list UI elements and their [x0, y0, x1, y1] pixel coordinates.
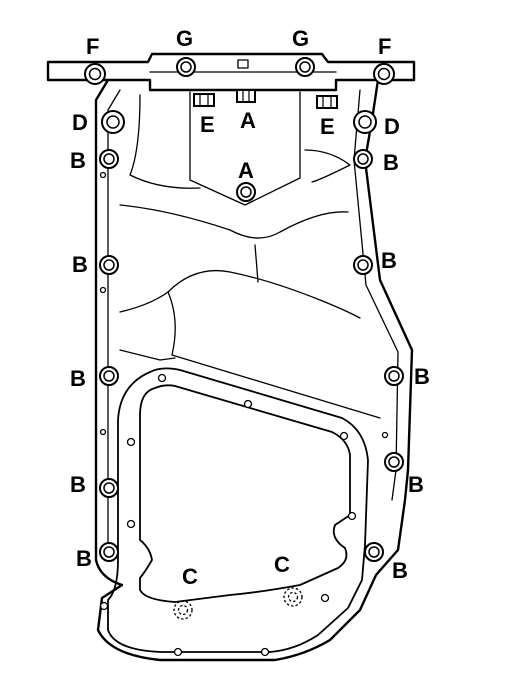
drain-plug-icon: [283, 587, 303, 607]
label-e-right: E: [320, 114, 335, 139]
hex-flange-bolt-icon: [84, 63, 106, 85]
label-e-left: E: [200, 112, 215, 137]
label-b-right-5: B: [392, 558, 408, 583]
sump-baffle-right: [304, 149, 351, 183]
label-b-right-2: B: [381, 248, 397, 273]
label-b-left-1: B: [70, 148, 86, 173]
label-a-center: A: [238, 158, 254, 183]
hex-flange-bolt-icon: [384, 452, 404, 472]
sump-contour-3: [119, 349, 176, 361]
flange-hole: [99, 286, 107, 294]
top-flange: [46, 52, 416, 92]
hex-flange-bolt-icon: [384, 366, 404, 386]
sump-contour-1: [119, 269, 361, 319]
gasket-hole: [320, 593, 330, 603]
oil-pan-drawing: [46, 52, 416, 662]
label-b-right-1: B: [383, 150, 399, 175]
hex-flange-bolt-icon: [364, 542, 384, 562]
hex-flange-bolt-icon: [353, 255, 373, 275]
hex-flange-bolt-icon: [99, 478, 119, 498]
gasket-hole: [126, 519, 136, 529]
label-d-right: D: [384, 114, 400, 139]
gasket-hole: [157, 373, 167, 383]
gasket-hole: [173, 647, 183, 657]
sump-ridge: [119, 204, 349, 239]
label-b-left-2: B: [72, 252, 88, 277]
hex-flange-bolt-icon: [193, 93, 215, 107]
hex-flange-bolt-icon: [176, 57, 196, 77]
flange-hole: [99, 171, 107, 179]
hex-flange-bolt-icon: [353, 149, 373, 169]
gasket-hole: [347, 511, 357, 521]
hex-flange-bolt-icon: [99, 255, 119, 275]
pan-inner-outline-right: [353, 89, 399, 501]
hex-flange-bolt-icon: [353, 110, 377, 134]
label-b-left-5: B: [76, 546, 92, 571]
hex-flange-bolt-icon: [373, 63, 395, 85]
sump-baffle-left: [129, 94, 201, 189]
label-f-left: F: [86, 34, 99, 59]
label-d-left: D: [72, 110, 88, 135]
label-g-right: G: [292, 26, 309, 51]
flange-tab: [237, 59, 249, 69]
lower-sump-inner: [139, 384, 351, 603]
label-g-left: G: [176, 26, 193, 51]
drain-plug-icon: [173, 600, 193, 620]
gasket-hole: [260, 647, 270, 657]
sump-baffle-center: [189, 91, 301, 206]
hex-flange-bolt-icon: [101, 110, 125, 134]
pan-inner-outline: [107, 89, 121, 556]
label-c-left: C: [182, 564, 198, 589]
label-c-right: C: [274, 552, 290, 577]
label-b-left-4: B: [70, 472, 86, 497]
gasket-hole: [126, 437, 136, 447]
label-b-left-3: B: [70, 366, 86, 391]
bolts: [84, 57, 404, 620]
sump-vertical: [254, 244, 259, 283]
bolt-labels: F F G G E E A A D D B B B B B B B B B B …: [70, 26, 430, 589]
label-a-top: A: [240, 108, 256, 133]
lower-sump-gasket: [107, 367, 369, 653]
flange-hole: [381, 431, 389, 439]
sump-contour-2: [167, 291, 381, 419]
hex-flange-bolt-icon: [99, 366, 119, 386]
hex-flange-bolt-icon: [316, 95, 338, 109]
pan-outer-outline: [94, 78, 414, 662]
gasket-hole: [243, 399, 253, 409]
label-b-right-3: B: [414, 364, 430, 389]
hex-flange-bolt-icon: [236, 89, 256, 103]
flange-hole: [99, 428, 107, 436]
gasket-hole: [99, 601, 109, 611]
hex-flange-bolt-icon: [99, 149, 119, 169]
hex-flange-bolt-icon: [236, 182, 256, 202]
hex-flange-bolt-icon: [99, 542, 119, 562]
label-f-right: F: [378, 34, 391, 59]
gasket-hole: [339, 431, 349, 441]
hex-flange-bolt-icon: [295, 57, 315, 77]
label-b-right-4: B: [408, 472, 424, 497]
